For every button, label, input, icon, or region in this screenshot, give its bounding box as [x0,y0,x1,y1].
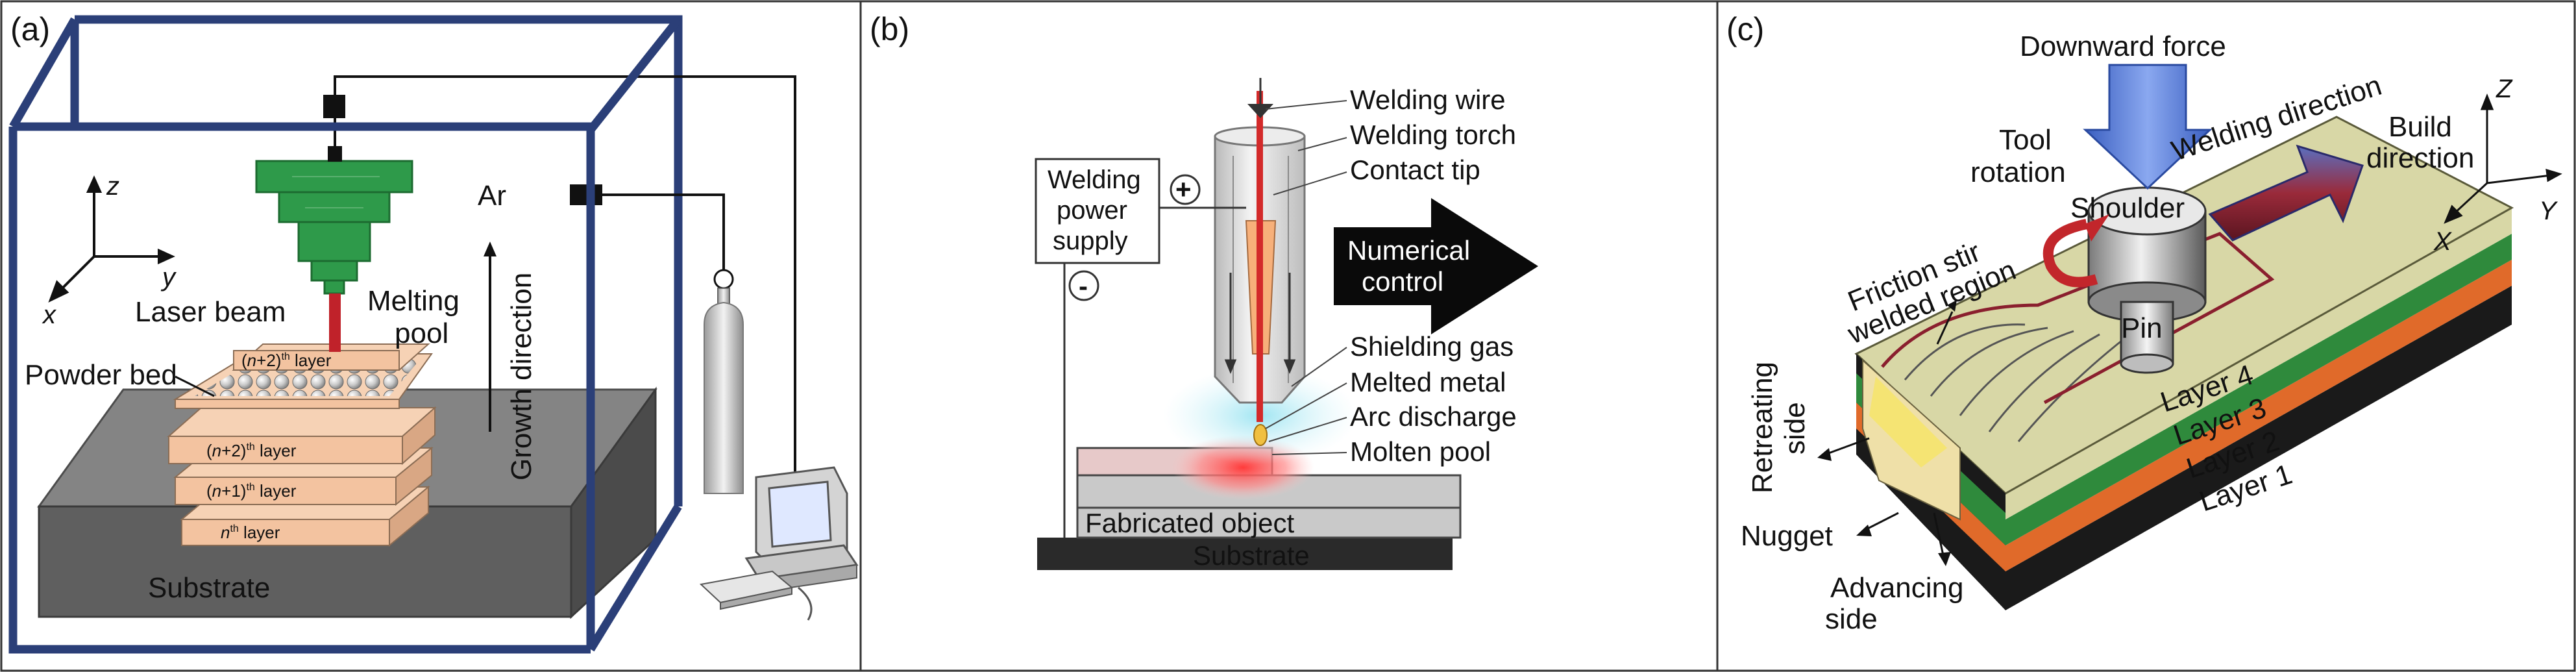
axis-z-label-c: Z [2496,75,2513,103]
axis-z-label-a: z [106,172,119,201]
coordinate-axes-a [48,175,175,303]
layer-base-label: nth layer [221,523,280,542]
welding-power-supply [1035,158,1160,264]
build-chamber-frame-front [8,16,682,654]
argon-label: Ar [478,180,506,212]
advancing-side-label-2: side [1825,603,1878,635]
laser-connector [328,146,342,162]
tool-rotation-arrow [2042,219,2098,288]
axis-y-label-a: y [160,263,177,292]
retreating-side-label-2: side [1779,402,1811,454]
arc-discharge-label: Arc discharge [1350,401,1517,432]
melting-pool-label-2: pool [395,317,448,349]
panel-a: (a) Substrate [8,11,859,654]
numerical-control-arrow [1334,198,1538,334]
downward-force-arrow [2083,64,2213,190]
fabricated-object-label: Fabricated object [1085,508,1295,538]
laser-beam [329,293,341,352]
welding-torch-label: Welding torch [1350,119,1516,150]
plus-terminal [1170,174,1201,205]
panel-b: (b) Fabricated object Substrate [870,11,1538,571]
laser-beam-label: Laser beam [135,296,286,328]
control-cable [323,75,796,480]
welding-direction-arrow [2208,144,2364,242]
axis-x-label-a: x [42,301,57,329]
molten-pool-label: Molten pool [1350,436,1491,467]
growth-direction-arrowhead [484,242,497,256]
panel-c-tag: (c) [1726,11,1764,47]
retreating-side-label-1: Retreating [1747,362,1778,493]
coordinate-axes-c [2444,93,2562,224]
argon-line [570,184,725,269]
axis-x-label-c: X [2433,227,2452,256]
panel-b-tag: (b) [870,11,909,47]
fsw-tool [2087,186,2207,374]
build-direction-label-2: direction [2366,142,2474,174]
melting-pool-label-1: Melting [367,285,460,317]
advancing-side-leader [1933,512,1945,559]
nugget-label: Nugget [1741,520,1833,552]
axis-y-label-c: Y [2539,197,2558,225]
laser-nozzle [255,160,413,295]
substrate-label-b: Substrate [1193,540,1310,571]
arc-droplet [1253,424,1268,446]
powder-bed-leader [175,375,215,397]
tool-rotation-label-2: rotation [1970,156,2066,188]
power-supply-label-3: supply [1053,227,1128,255]
panel-a-tag: (a) [10,11,50,47]
melted-metal-label: Melted metal [1350,367,1506,397]
numerical-control-label-1: Numerical [1347,235,1470,266]
downward-force-label: Downward force [2020,31,2226,62]
leader-lines-b [1265,100,1347,455]
pin-label: Pin [2121,312,2163,344]
shoulder-label: Shoulder [2070,192,2185,224]
argon-bottle [704,269,744,494]
power-supply-label-1: Welding [1048,166,1141,194]
advancing-side-label-1: Advancing [1830,572,1963,604]
tool-rotation-label-1: Tool [1999,124,2052,156]
powder-bed-label: Powder bed [25,359,177,391]
panel-c: (c) [1726,11,2562,635]
numerical-control-label-2: control [1362,266,1443,297]
layer-low-label: (n+1)th layer [206,481,297,501]
retreating-side-leader [1824,437,1870,456]
plus-sign: + [1175,174,1192,205]
tool-rotation-arrowhead [2085,214,2109,242]
growth-direction-label: Growth direction [506,273,537,480]
power-wiring [1063,206,1246,538]
layer-stack [167,343,437,547]
build-direction-label-1: Build [2388,111,2452,143]
welding-wire-label: Welding wire [1350,84,1506,115]
substrate-plate-b [1037,538,1453,570]
minus-sign: - [1079,271,1088,301]
computer-icon [699,466,859,621]
welding-wire [1257,91,1263,422]
substrate-label-a: Substrate [148,572,270,604]
contact-tip-label: Contact tip [1350,155,1480,185]
shielding-gas-label: Shielding gas [1350,331,1514,362]
power-supply-label-2: power [1057,196,1127,225]
layered-workpiece [1854,116,2514,610]
minus-terminal [1068,270,1099,301]
fsw-region-leader [1936,311,1954,345]
